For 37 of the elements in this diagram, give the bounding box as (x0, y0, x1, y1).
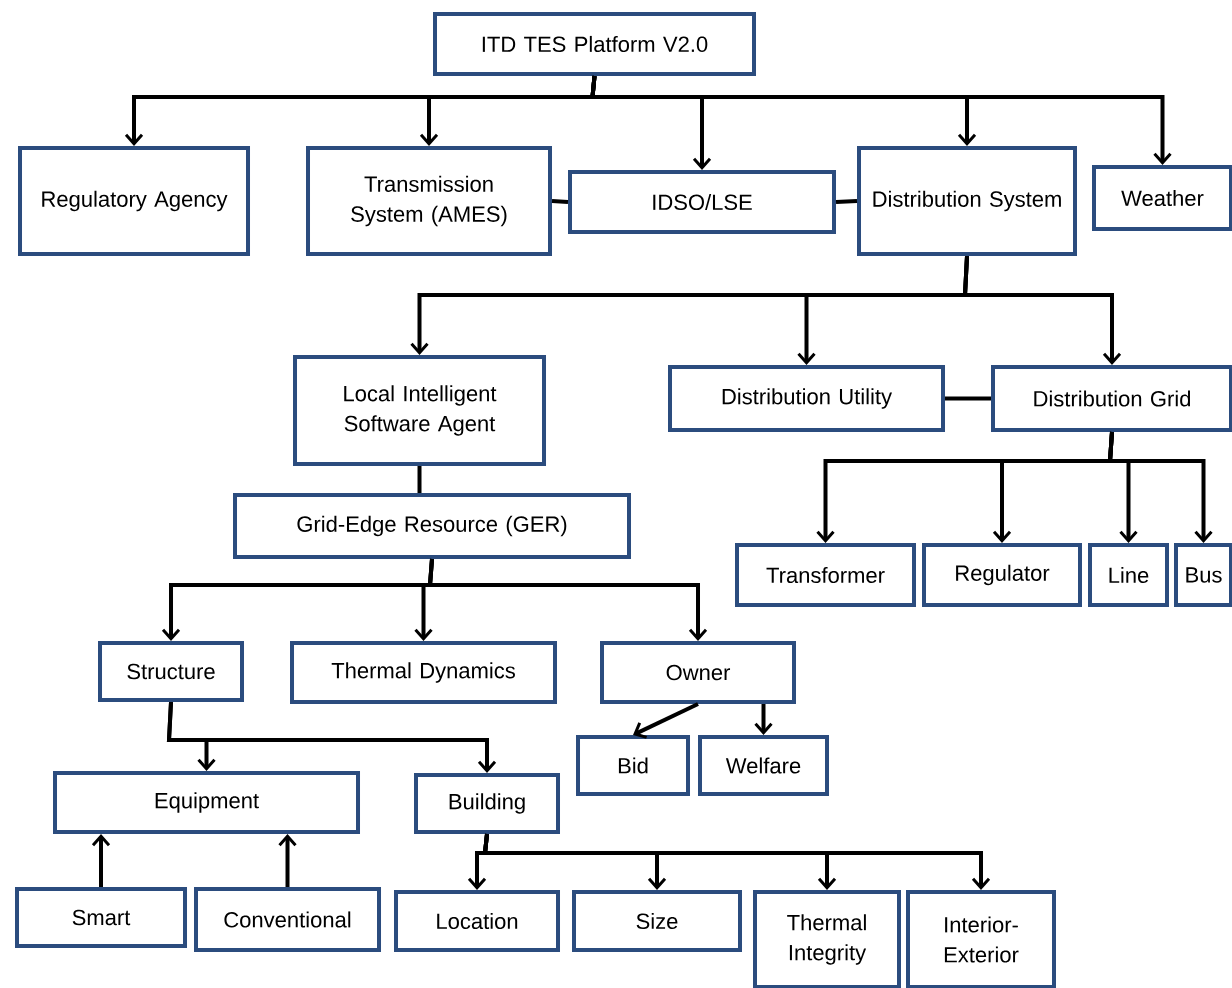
label-box: Transformer (735, 543, 916, 607)
label-box: Weather (1092, 165, 1232, 231)
label-box: Welfare (698, 735, 829, 796)
label-box: ITD TES Platform V2.0 (433, 12, 756, 76)
label-box: Distribution Grid (991, 365, 1232, 432)
label-box: Size (572, 890, 742, 952)
label-box: Bus (1174, 543, 1232, 607)
arrow (590, 75, 1172, 165)
arrow (633, 702, 699, 739)
label-box: Distribution System (857, 146, 1077, 256)
label-box: Regulatory Agency (18, 146, 250, 256)
arrow (91, 834, 111, 887)
arrow (427, 558, 708, 641)
label-box: Transmission System (AMES) (306, 146, 552, 256)
arrow (1107, 431, 1213, 543)
label-box: IDSO/LSE (568, 170, 836, 234)
arrow (166, 701, 497, 773)
label-box: Thermal Integrity (753, 890, 901, 988)
label-box: Structure (98, 641, 244, 702)
label-box: Equipment (53, 771, 360, 834)
arrow (278, 834, 297, 887)
label-box: Owner (600, 641, 796, 704)
arrow (482, 833, 991, 890)
label-box: Location (394, 890, 560, 952)
arrow (962, 255, 1122, 365)
label-box: Conventional (194, 887, 381, 952)
label-box: Local Intelligent Software Agent (293, 355, 546, 466)
label-box: Bid (576, 735, 690, 796)
label-box: Distribution Utility (668, 365, 945, 432)
label-box: Interior-Exterior (906, 890, 1056, 988)
arrow (754, 704, 773, 735)
label-box: Grid-Edge Resource (GER) (233, 493, 631, 559)
label-box: Regulator (922, 543, 1082, 607)
label-box: Building (414, 773, 560, 834)
label-box: Thermal Dynamics (290, 641, 557, 704)
label-box: Line (1088, 543, 1169, 607)
label-box: Smart (15, 887, 187, 948)
